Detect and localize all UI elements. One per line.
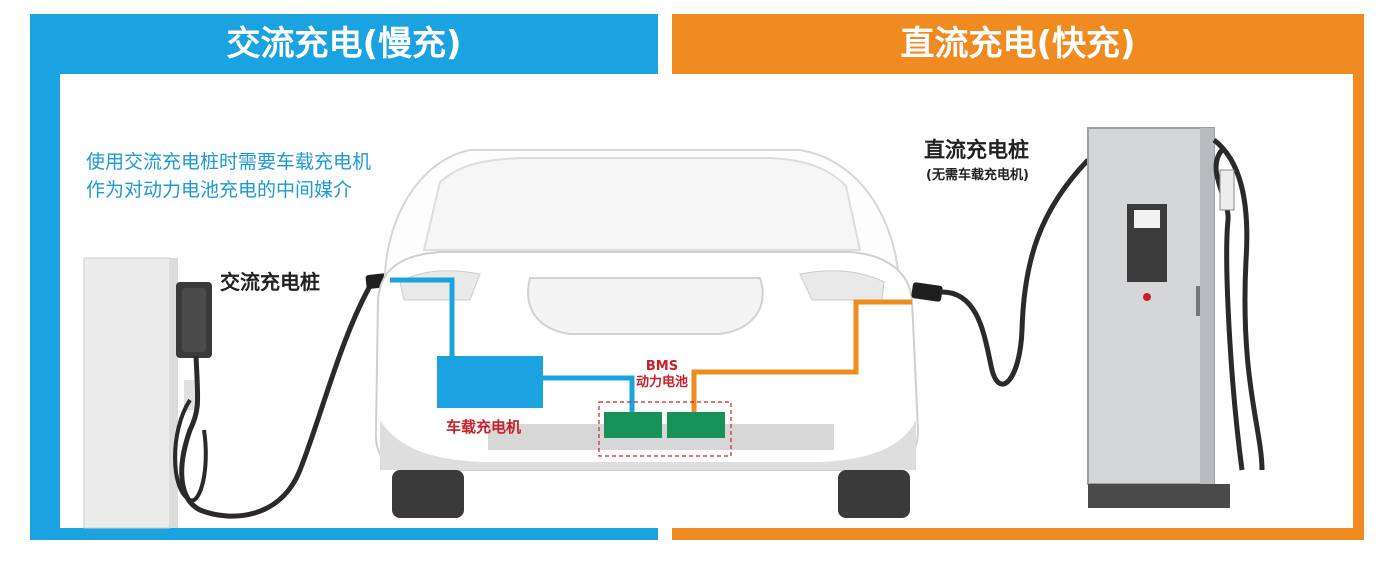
battery-outline <box>598 401 732 457</box>
car-trunk <box>527 277 764 335</box>
car-wheel-right <box>838 470 910 518</box>
dc-plug <box>911 282 943 302</box>
dc-cable <box>939 158 1090 387</box>
car-taillight-right <box>799 270 885 301</box>
dc-charger-label: 直流充电桩 <box>924 138 1029 162</box>
ac-note-line1: 使用交流充电桩时需要车载充电机 <box>86 151 372 173</box>
obc-to-battery-wire <box>543 375 635 414</box>
dc-internal-wire <box>691 299 912 414</box>
dc-charger-hose <box>1212 138 1265 471</box>
bms-label-group: BMS 动力电池 <box>636 359 688 391</box>
ac-note-line2: 作为对动力电池充电的中间媒介 <box>86 179 353 201</box>
dc-charger <box>1087 127 1265 508</box>
car-bumper-shade <box>380 420 916 470</box>
ac-charger-face <box>182 288 206 352</box>
battery-label: 动力电池 <box>636 375 689 390</box>
dc-charger-hose-2 <box>1213 148 1245 471</box>
ac-wall <box>83 257 171 529</box>
car <box>374 149 920 518</box>
ac-note: 使用交流充电桩时需要车载充电机 作为对动力电池充电的中间媒介 <box>86 148 371 204</box>
dc-charger-note: (无需车载充电机) <box>926 168 1029 183</box>
dc-charger-body <box>1087 127 1215 485</box>
ac-cable-loop <box>173 398 208 503</box>
dc-charger-base <box>1088 484 1230 508</box>
car-wheel-left <box>392 470 464 518</box>
battery-pack-right <box>667 412 725 438</box>
dc-charger-screen <box>1134 210 1160 228</box>
dc-charger-side <box>1200 128 1214 484</box>
bms-label: BMS <box>645 359 679 374</box>
dc-charger-stop-button <box>1143 293 1151 301</box>
dc-charger-gun <box>1219 169 1235 211</box>
ac-panel-title: 交流充电(慢充) <box>226 24 462 64</box>
battery-pack-left <box>604 412 662 438</box>
ac-internal-wire <box>390 277 455 358</box>
car-rear-window <box>422 157 862 251</box>
onboard-charger-box <box>437 356 543 408</box>
ac-charger-label: 交流充电桩 <box>220 270 320 294</box>
dc-panel-title: 直流充电(快充) <box>900 24 1136 64</box>
onboard-charger-label: 车载充电机 <box>446 418 522 436</box>
dc-charger-handle <box>1196 286 1200 316</box>
ac-wall-side <box>170 258 178 528</box>
ac-cable <box>179 284 373 519</box>
